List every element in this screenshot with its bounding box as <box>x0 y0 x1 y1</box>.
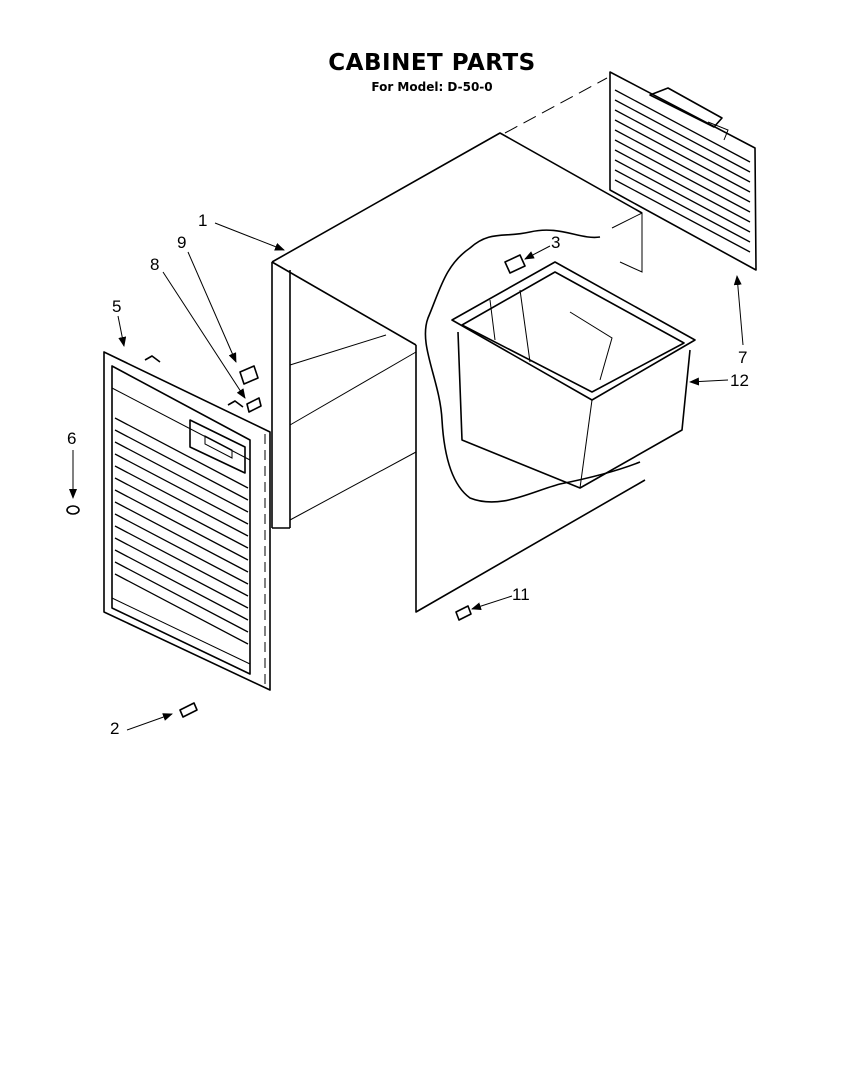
callout-11: 11 <box>512 585 530 604</box>
leader-5 <box>117 315 127 347</box>
callout-9: 9 <box>177 233 186 252</box>
leader-8 <box>162 271 246 399</box>
leader-9 <box>187 251 237 363</box>
callout-1: 1 <box>198 211 207 230</box>
callout-12: 12 <box>730 371 749 390</box>
callout-7: 7 <box>738 348 747 367</box>
diagram-title: CABINET PARTS <box>328 50 536 76</box>
cutaway-outline <box>424 229 641 503</box>
leader-3 <box>524 245 551 260</box>
callout-5: 5 <box>112 297 121 316</box>
model-subtitle: For Model: D-50-0 <box>371 80 493 94</box>
bracket-part-9 <box>239 365 259 385</box>
screw-part-11 <box>455 605 472 621</box>
rear-grille <box>609 71 757 271</box>
leader-12 <box>689 377 729 386</box>
leader-1 <box>214 222 285 251</box>
front-grille-panel <box>103 351 271 691</box>
screw-part-8 <box>246 397 262 413</box>
water-bucket <box>451 261 696 489</box>
float-switch-part-3 <box>504 254 526 274</box>
cabinet-shell <box>271 132 646 613</box>
control-knob-part-6 <box>66 505 80 515</box>
callout-3: 3 <box>551 233 560 252</box>
callout-2: 2 <box>110 719 119 738</box>
screw-part-2 <box>179 702 198 718</box>
leader-7 <box>733 275 744 346</box>
leader-11 <box>471 595 513 611</box>
callout-8: 8 <box>150 255 159 274</box>
alignment-line-grille <box>504 77 608 134</box>
leader-2 <box>126 713 173 731</box>
callout-6: 6 <box>67 429 76 448</box>
